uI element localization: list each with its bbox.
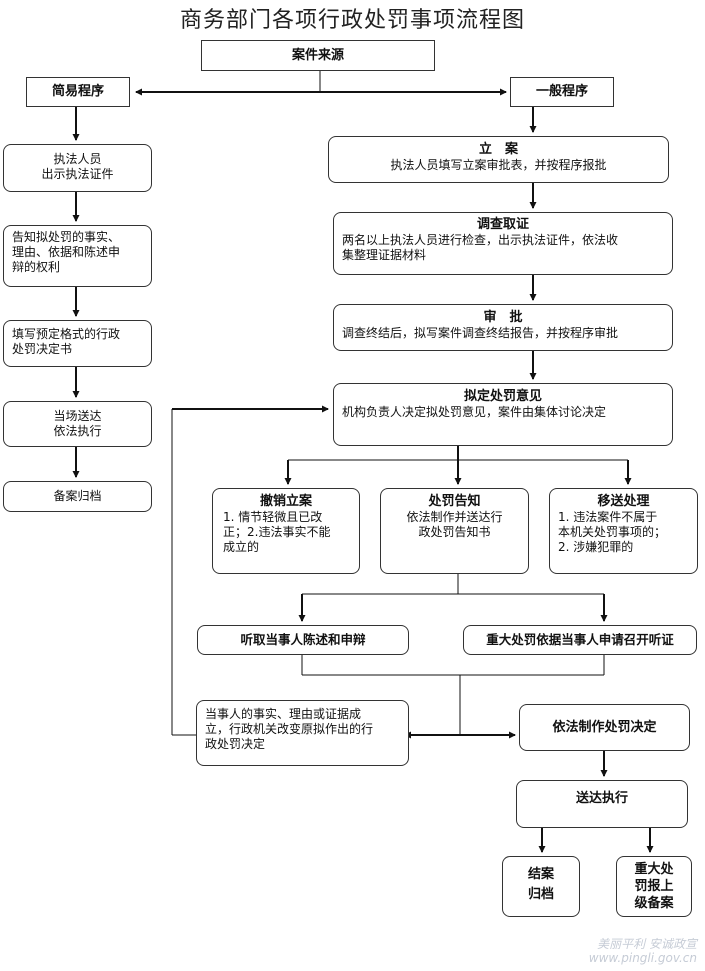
change-decision-line-2: 立，行政机关改变原拟作出的行 <box>205 722 374 736</box>
change-decision-box: 当事人的事实、理由或证据成 立，行政机关改变原拟作出的行 政处罚决定 <box>196 700 409 766</box>
filing-title: 立 案 <box>478 142 518 157</box>
simple-step-archive-label: 备案归档 <box>53 489 102 503</box>
watermark-line-1: 美丽平利 安诚政宣 <box>597 937 697 951</box>
close-archive-line-2: 归档 <box>527 887 554 902</box>
simple-procedure-box: 简易程序 <box>26 77 130 107</box>
simple-step-fill-decision-line-2: 处罚决定书 <box>12 342 73 356</box>
penalty-decision-label: 依法制作处罚决定 <box>552 720 657 735</box>
revoke-filing-item-1: 1. 情节轻微且已改 <box>223 510 323 524</box>
simple-step-fill-decision-line-1: 填写预定格式的行政 <box>12 327 121 341</box>
simple-step-deliver-execute-line-1: 当场送达 <box>53 409 102 423</box>
statement-box: 听取当事人陈述和申辩 <box>197 625 409 655</box>
penalty-notice-box: 处罚告知 依法制作并送达行 政处罚告知书 <box>380 488 529 574</box>
penalty-decision-box: 依法制作处罚决定 <box>519 704 690 751</box>
watermark: 美丽平利 安诚政宣 www.pingli.gov.cn <box>589 937 697 965</box>
investigation-desc-line-2: 集整理证据材料 <box>342 248 427 262</box>
transfer-item-1: 1. 违法案件不属于 <box>558 510 658 524</box>
report-superior-box: 重大处 罚报上 级备案 <box>616 856 692 917</box>
revoke-filing-title: 撤销立案 <box>259 494 312 509</box>
review-title: 审 批 <box>483 310 523 325</box>
general-procedure-box: 一般程序 <box>510 77 614 107</box>
revoke-filing-box: 撤销立案 1. 情节轻微且已改 正；2.违法事实不能 成立的 <box>212 488 360 574</box>
penalty-notice-desc-line-1: 依法制作并送达行 <box>406 510 503 524</box>
simple-step-inform-rights: 告知拟处罚的事实、 理由、依据和陈述申 辩的权利 <box>3 225 152 287</box>
transfer-box: 移送处理 1. 违法案件不属于 本机关处罚事项的； 2. 涉嫌犯罪的 <box>549 488 698 574</box>
simple-step-fill-decision: 填写预定格式的行政 处罚决定书 <box>3 320 152 367</box>
penalty-notice-desc-line-2: 政处罚告知书 <box>418 525 491 539</box>
delivery-label: 送达执行 <box>575 791 628 806</box>
transfer-title: 移送处理 <box>597 494 650 509</box>
investigation-desc-line-1: 两名以上执法人员进行检查，出示执法证件，依法收 <box>342 233 619 247</box>
simple-step-inform-rights-line-2: 理由、依据和陈述申 <box>12 245 121 259</box>
opinion-box: 拟定处罚意见 机构负责人决定拟处罚意见，案件由集体讨论决定 <box>333 383 673 446</box>
hearing-box: 重大处罚依据当事人申请召开听证 <box>463 625 697 655</box>
close-archive-line-1: 结案 <box>527 867 554 882</box>
simple-step-deliver-execute: 当场送达 依法执行 <box>3 401 152 447</box>
change-decision-line-3: 政处罚决定 <box>205 737 266 751</box>
simple-step-inform-rights-line-1: 告知拟处罚的事实、 <box>12 230 121 244</box>
filing-box: 立 案 执法人员填写立案审批表，并按程序报批 <box>328 136 669 183</box>
penalty-notice-title: 处罚告知 <box>428 494 481 509</box>
transfer-item-2: 本机关处罚事项的； <box>558 525 667 539</box>
page-title: 商务部门各项行政处罚事项流程图 <box>179 8 525 33</box>
delivery-box: 送达执行 <box>516 780 688 828</box>
investigation-box: 调查取证 两名以上执法人员进行检查，出示执法证件，依法收 集整理证据材料 <box>333 212 673 275</box>
simple-step-show-id-line-1: 执法人员 <box>53 152 102 166</box>
report-superior-line-2: 罚报上 <box>634 879 674 894</box>
case-source-box: 案件来源 <box>201 40 435 71</box>
report-superior-line-3: 级备案 <box>634 896 674 911</box>
change-decision-line-1: 当事人的事实、理由或证据成 <box>205 707 362 721</box>
investigation-title: 调查取证 <box>476 217 529 232</box>
review-desc: 调查终结后，拟写案件调查终结报告，并按程序审批 <box>342 326 619 340</box>
general-procedure-label: 一般程序 <box>535 84 588 99</box>
opinion-desc: 机构负责人决定拟处罚意见，案件由集体讨论决定 <box>342 405 607 419</box>
transfer-item-3: 2. 涉嫌犯罪的 <box>558 540 634 554</box>
simple-step-archive: 备案归档 <box>3 481 152 512</box>
simple-step-inform-rights-line-3: 辩的权利 <box>12 260 61 274</box>
revoke-filing-item-2: 正；2.违法事实不能 <box>223 525 331 539</box>
revoke-filing-item-3: 成立的 <box>223 540 260 554</box>
opinion-title: 拟定处罚意见 <box>463 389 542 404</box>
simple-procedure-label: 简易程序 <box>51 84 104 99</box>
simple-step-show-id-line-2: 出示执法证件 <box>41 167 114 181</box>
case-source-label: 案件来源 <box>291 48 344 63</box>
report-superior-line-1: 重大处 <box>634 862 674 877</box>
close-archive-box: 结案 归档 <box>502 856 580 917</box>
hearing-label: 重大处罚依据当事人申请召开听证 <box>486 632 674 647</box>
watermark-url: www.pingli.gov.cn <box>588 951 697 965</box>
simple-step-deliver-execute-line-2: 依法执行 <box>53 424 102 438</box>
filing-desc: 执法人员填写立案审批表，并按程序报批 <box>390 158 607 172</box>
simple-step-show-id: 执法人员 出示执法证件 <box>3 144 152 192</box>
statement-label: 听取当事人陈述和申辩 <box>240 632 366 647</box>
review-box: 审 批 调查终结后，拟写案件调查终结报告，并按程序审批 <box>333 304 673 351</box>
